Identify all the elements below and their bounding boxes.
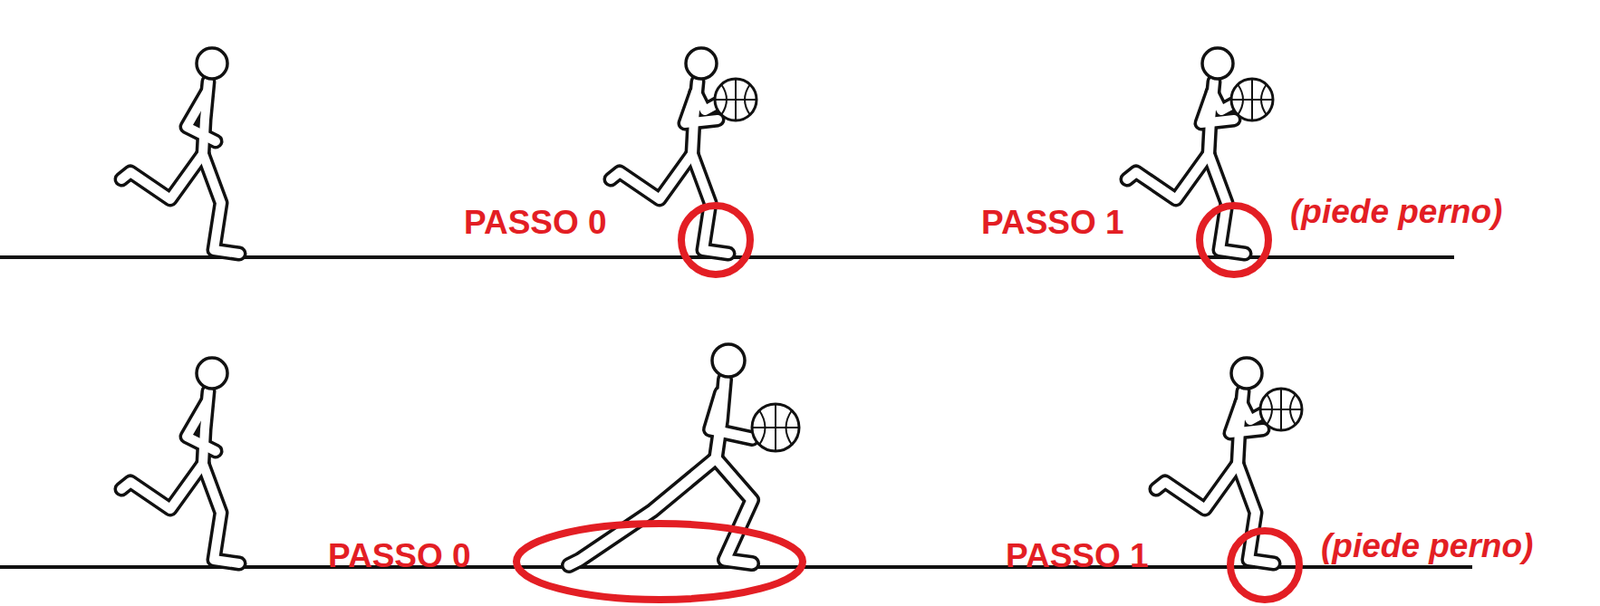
step-label: PASSO 1	[981, 204, 1125, 241]
basketball	[751, 404, 800, 452]
highlight-circle	[1199, 205, 1269, 275]
highlight-circle	[681, 205, 751, 275]
basketball	[1260, 388, 1302, 431]
pivot-note: (piede perno)	[1290, 193, 1503, 231]
basketball	[714, 78, 757, 121]
highlight-ellipse	[516, 523, 803, 600]
runner-figure	[121, 357, 240, 564]
pivot-note: (piede perno)	[1320, 528, 1533, 565]
highlight-circle	[1230, 530, 1300, 600]
runner-figure	[121, 48, 240, 254]
step-label: PASSO 0	[463, 204, 608, 241]
step-label: PASSO 0	[327, 538, 472, 575]
basketball	[1231, 78, 1273, 121]
runner-figure	[1127, 48, 1273, 254]
step-label: PASSO 1	[1005, 538, 1149, 575]
